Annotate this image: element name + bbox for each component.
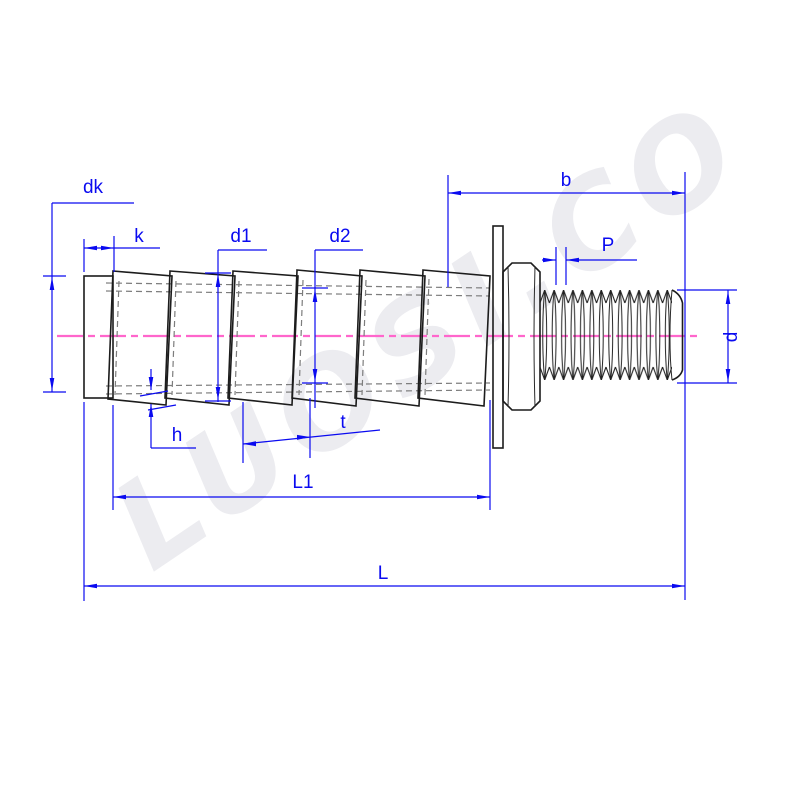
dimension-h: h — [139, 369, 196, 449]
label-t: t — [340, 412, 346, 433]
cone-segment-3 — [227, 270, 299, 406]
cone-segment-2 — [164, 270, 236, 406]
thread-end-lens — [669, 289, 673, 381]
cone-segment-6-threaded — [417, 269, 491, 407]
dimension-d1: d1 — [205, 226, 267, 402]
label-dk: dk — [83, 177, 104, 198]
label-b: b — [561, 170, 572, 191]
nut-chamfer-curve-right — [533, 265, 536, 408]
threaded-shank — [540, 290, 672, 380]
dimension-t: t — [242, 398, 381, 463]
label-P: P — [602, 235, 615, 256]
cone-segment-1 — [107, 270, 173, 406]
anchor-body — [83, 225, 684, 449]
hex-nut — [502, 262, 541, 411]
dimension-P: P — [542, 235, 637, 285]
dimension-dk: dk — [43, 177, 134, 393]
dimension-L1: L1 — [112, 400, 491, 510]
nut-chamfer-curve-left — [507, 265, 510, 408]
label-d2: d2 — [329, 226, 350, 247]
label-k: k — [134, 226, 144, 247]
label-h: h — [172, 425, 183, 446]
cone-segment-4 — [291, 269, 363, 407]
dimension-L: L — [83, 402, 685, 601]
dimension-d: d — [677, 289, 742, 384]
dimension-b: b — [447, 170, 686, 600]
dimension-d2: d2 — [302, 226, 363, 408]
label-d: d — [721, 332, 742, 343]
label-L1: L1 — [292, 472, 313, 493]
cone-segment-5 — [354, 269, 426, 407]
dimension-k: k — [83, 226, 160, 272]
thread-end-chamfer — [671, 289, 684, 381]
anchor-head — [83, 275, 114, 399]
label-d1: d1 — [230, 226, 251, 247]
label-L: L — [378, 563, 389, 584]
